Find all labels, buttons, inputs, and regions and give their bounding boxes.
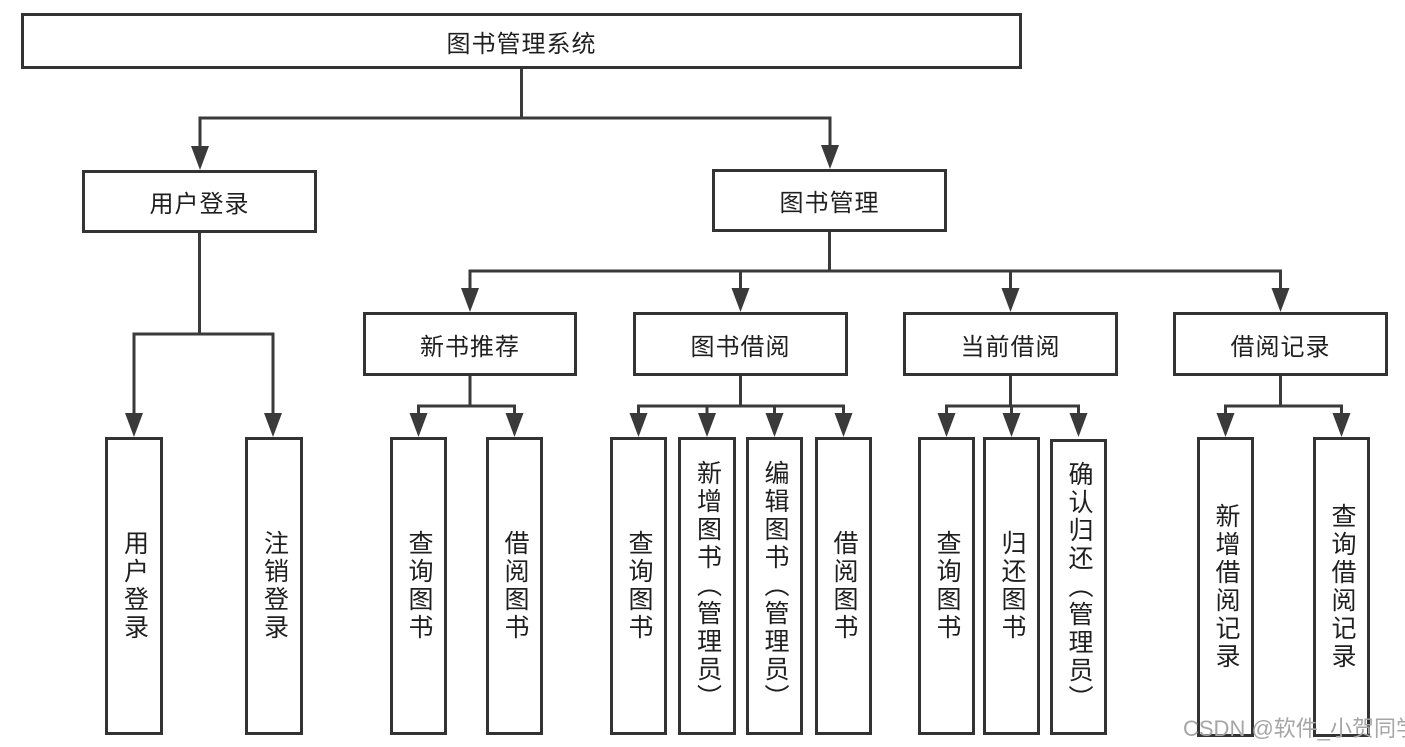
leaf-borrow-books-borrowing: 借阅图书	[815, 437, 872, 735]
leaf-query-books-borrowing: 查询图书	[610, 437, 667, 735]
leaf-borrow-books-recommend: 借阅图书	[486, 437, 543, 735]
leaf-edit-book-admin-label: 编辑图书（管理员）	[761, 460, 789, 712]
leaf-confirm-return-admin-label: 确认归还（管理员）	[1065, 461, 1093, 713]
node-user-login-label: 用户登录	[149, 191, 250, 218]
node-library-system-label: 图书管理系统	[446, 30, 597, 58]
node-borrowing-records: 借阅记录	[1173, 312, 1388, 376]
node-book-borrowing: 图书借阅	[633, 312, 848, 376]
leaf-return-books: 归还图书	[983, 437, 1040, 735]
leaf-user-login: 用户登录	[105, 437, 163, 735]
node-book-borrowing-label: 图书借阅	[690, 333, 791, 361]
leaf-borrow-books-recommend-label: 借阅图书	[501, 530, 529, 642]
leaf-query-books-borrowing-label: 查询图书	[625, 530, 653, 642]
leaf-edit-book-admin: 编辑图书（管理员）	[746, 437, 803, 735]
leaf-query-borrow-record-label: 查询借阅记录	[1328, 503, 1356, 671]
csdn-watermark: CSDN @软件_小贺同学	[1183, 716, 1405, 741]
leaf-query-books-current-label: 查询图书	[933, 530, 961, 642]
leaf-query-books-current: 查询图书	[918, 437, 975, 735]
leaf-return-books-label: 归还图书	[998, 530, 1026, 642]
arrowhead-icons	[125, 145, 1351, 437]
leaf-add-book-admin-label: 新增图书（管理员）	[693, 460, 722, 712]
leaf-add-borrow-record: 新增借阅记录	[1197, 437, 1254, 737]
leaf-query-books-recommend-label: 查询图书	[405, 530, 433, 642]
leaf-logout-label: 注销登录	[260, 530, 289, 642]
node-library-system: 图书管理系统	[21, 13, 1022, 69]
leaf-add-borrow-record-label: 新增借阅记录	[1212, 503, 1240, 671]
leaf-query-borrow-record: 查询借阅记录	[1313, 437, 1370, 737]
node-book-management: 图书管理	[712, 169, 947, 232]
node-user-login: 用户登录	[82, 170, 317, 233]
node-new-book-recommendation-label: 新书推荐	[420, 333, 520, 361]
leaf-logout: 注销登录	[245, 437, 303, 735]
leaf-add-book-admin: 新增图书（管理员）	[678, 437, 736, 735]
leaf-borrow-books-borrowing-label: 借阅图书	[830, 530, 858, 642]
node-borrowing-records-label: 借阅记录	[1230, 333, 1331, 361]
leaf-user-login-label: 用户登录	[120, 530, 149, 642]
node-new-book-recommendation: 新书推荐	[363, 312, 577, 376]
node-current-borrowing-label: 当前借阅	[960, 333, 1061, 361]
leaf-confirm-return-admin: 确认归还（管理员）	[1050, 439, 1107, 735]
node-book-management-label: 图书管理	[779, 190, 880, 217]
leaf-query-books-recommend: 查询图书	[390, 437, 447, 735]
node-current-borrowing: 当前借阅	[903, 312, 1118, 376]
